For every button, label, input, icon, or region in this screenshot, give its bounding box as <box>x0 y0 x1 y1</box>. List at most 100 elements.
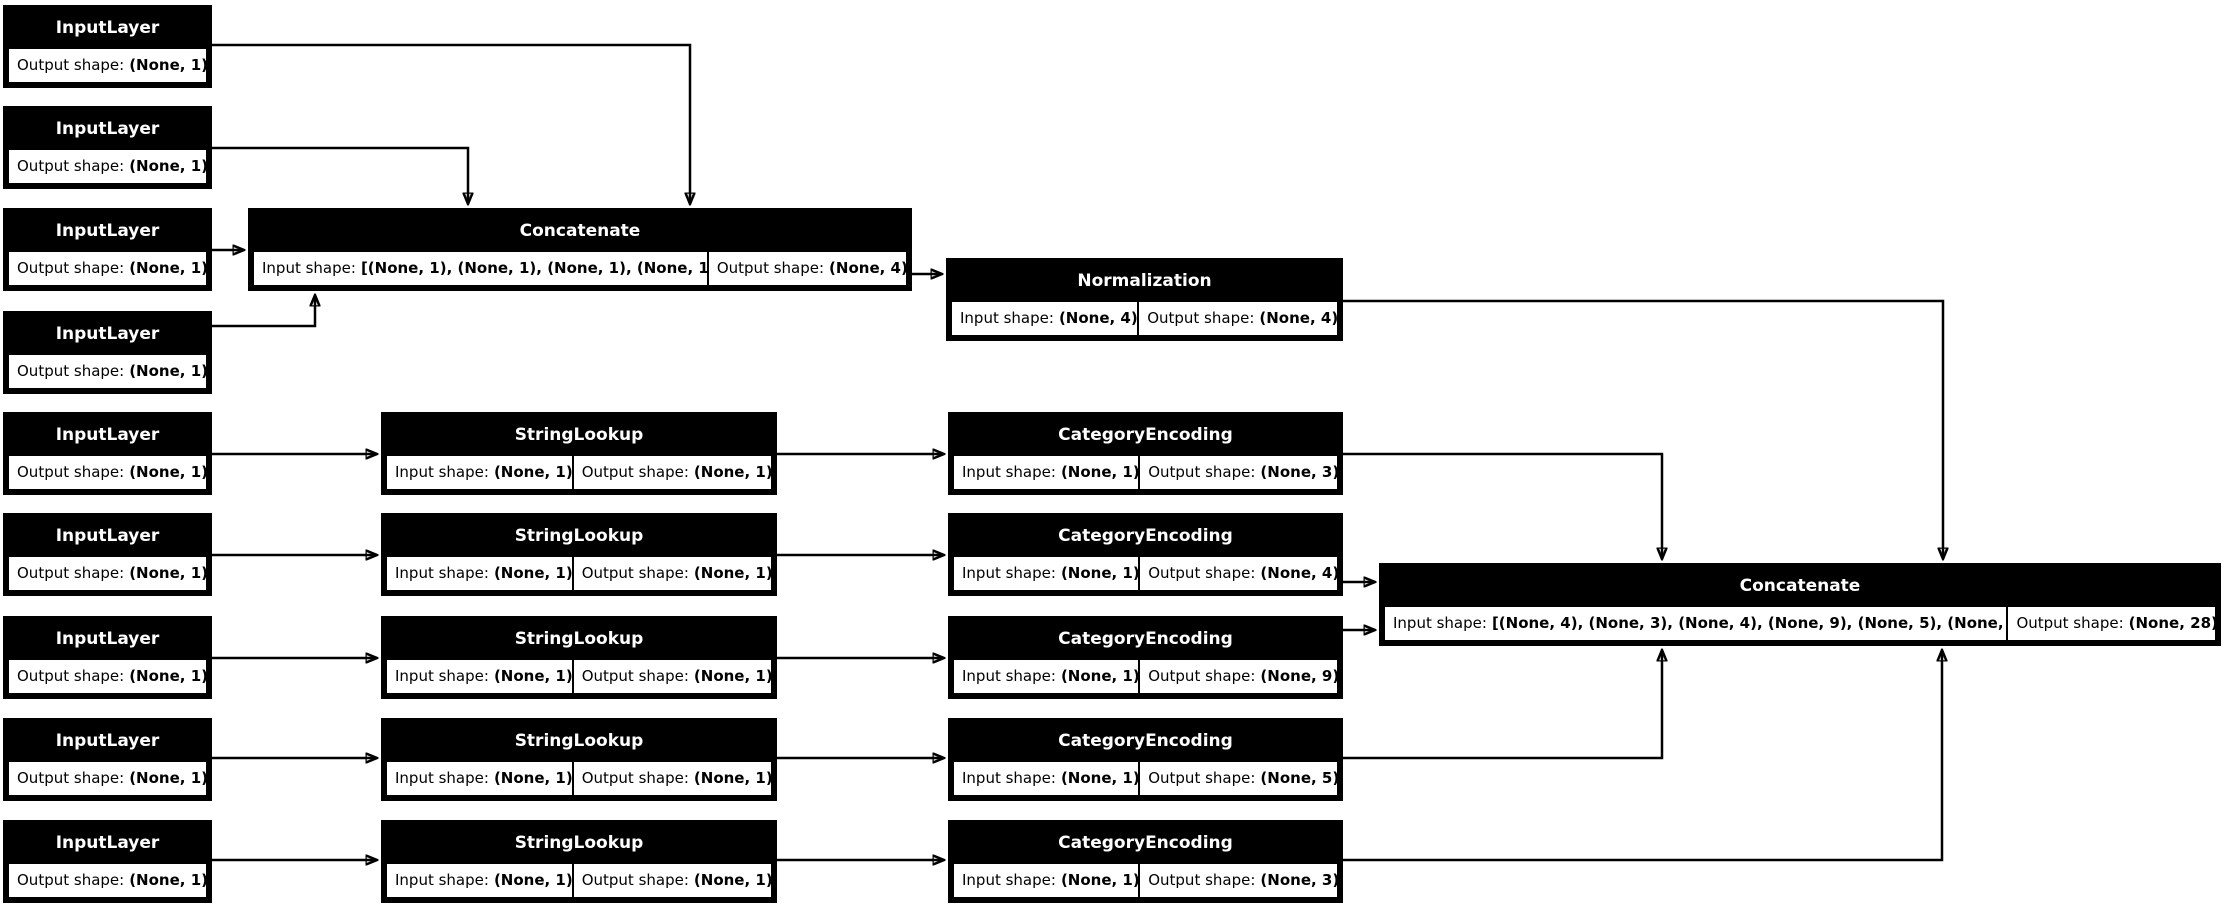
input-shape-value: (None, 1) <box>1060 871 1140 889</box>
output-shape-value: (None, 1) <box>129 871 208 889</box>
output-shape-value: (None, 4) <box>1260 564 1340 582</box>
node-input-layer-9: InputLayer Output shape:(None, 1) <box>3 820 212 903</box>
output-shape-label: Output shape: <box>1148 769 1256 787</box>
node-concatenate-numeric: Concatenate Input shape:[(None, 1), (Non… <box>248 208 912 291</box>
layer-type-title: Concatenate <box>519 221 641 241</box>
input-shape-label: Input shape: <box>962 667 1056 685</box>
input-shape-value: (None, 1) <box>1060 463 1140 481</box>
output-shape-value: (None, 1) <box>129 463 208 481</box>
input-shape-cell: Input shape:[(None, 4), (None, 3), (None… <box>1385 607 2033 640</box>
output-shape-cell: Output shape:(None, 4) <box>1139 302 1339 335</box>
output-shape-label: Output shape: <box>17 157 125 175</box>
layer-type-title: Concatenate <box>1739 576 1861 596</box>
output-shape-value: (None, 1) <box>129 362 208 380</box>
layer-type-title: CategoryEncoding <box>1058 629 1233 649</box>
input-shape-value: (None, 1) <box>1060 667 1140 685</box>
output-shape-label: Output shape: <box>17 56 125 74</box>
output-shape-cell: Output shape:(None, 3) <box>1140 864 1339 897</box>
output-shape-label: Output shape: <box>581 667 689 685</box>
node-input-layer-4: InputLayer Output shape:(None, 1) <box>3 311 212 394</box>
node-concatenate-final: Concatenate Input shape:[(None, 4), (Non… <box>1379 563 2221 646</box>
output-shape-value: (None, 1) <box>129 769 208 787</box>
layer-type-title: InputLayer <box>55 833 160 853</box>
input-shape-value: (None, 1) <box>493 769 573 787</box>
layer-type-title: CategoryEncoding <box>1058 526 1233 546</box>
output-shape-value: (None, 1) <box>129 157 208 175</box>
output-shape-value: (None, 1) <box>129 259 208 277</box>
input-shape-value: (None, 1) <box>1060 769 1140 787</box>
input-shape-label: Input shape: <box>962 769 1056 787</box>
input-shape-cell: Input shape:(None, 4) <box>952 302 1138 335</box>
output-shape-label: Output shape: <box>17 769 125 787</box>
output-shape-cell: Output shape:(None, 1) <box>573 762 773 795</box>
output-shape-label: Output shape: <box>17 362 125 380</box>
edge-categoryencoding5-to-concat-final <box>1343 650 1942 862</box>
node-normalization: Normalization Input shape:(None, 4) Outp… <box>946 258 1343 341</box>
output-shape-cell: Output shape:(None, 9) <box>1140 660 1340 693</box>
input-shape-cell: Input shape:(None, 1) <box>387 557 573 590</box>
layer-type-title: InputLayer <box>55 221 160 241</box>
output-shape-cell: Output shape:(None, 5) <box>1140 762 1339 795</box>
node-input-layer-2: InputLayer Output shape:(None, 1) <box>3 106 212 189</box>
node-category-encoding-1: CategoryEncoding Input shape:(None, 1) O… <box>948 412 1343 495</box>
input-shape-value: (None, 1) <box>493 463 573 481</box>
input-shape-cell: Input shape:(None, 1) <box>387 762 573 795</box>
edge-input2-to-concat-numeric <box>212 146 468 204</box>
input-shape-cell: Input shape:[(None, 1), (None, 1), (None… <box>254 252 723 285</box>
input-shape-label: Input shape: <box>262 259 356 277</box>
input-shape-label: Input shape: <box>395 667 489 685</box>
layer-type-title: StringLookup <box>514 629 644 649</box>
output-shape-label: Output shape: <box>17 667 125 685</box>
layer-type-title: InputLayer <box>55 119 160 139</box>
output-shape-label: Output shape: <box>581 564 689 582</box>
output-shape-cell: Output shape:(None, 1) <box>9 49 208 82</box>
output-shape-cell: Output shape:(None, 1) <box>9 660 208 693</box>
input-shape-label: Input shape: <box>962 463 1056 481</box>
output-shape-cell: Output shape:(None, 1) <box>573 456 773 489</box>
output-shape-cell: Output shape:(None, 1) <box>9 252 208 285</box>
input-shape-label: Input shape: <box>960 309 1054 327</box>
output-shape-value: (None, 9) <box>1260 667 1340 685</box>
input-shape-cell: Input shape:(None, 1) <box>387 660 573 693</box>
output-shape-label: Output shape: <box>581 871 689 889</box>
input-shape-cell: Input shape:(None, 1) <box>954 864 1140 897</box>
input-shape-value: (None, 4) <box>1058 309 1138 327</box>
output-shape-cell: Output shape:(None, 1) <box>9 557 208 590</box>
output-shape-cell: Output shape:(None, 1) <box>573 864 773 897</box>
output-shape-label: Output shape: <box>1148 564 1256 582</box>
output-shape-label: Output shape: <box>1148 463 1256 481</box>
input-shape-label: Input shape: <box>395 463 489 481</box>
output-shape-value: (None, 1) <box>129 56 208 74</box>
layer-type-title: StringLookup <box>514 425 644 445</box>
input-shape-value: [(None, 4), (None, 3), (None, 4), (None,… <box>1491 614 2033 632</box>
input-shape-label: Input shape: <box>395 564 489 582</box>
edge-normalization-to-concat-final <box>1343 299 1943 559</box>
node-string-lookup-5: StringLookup Input shape:(None, 1) Outpu… <box>381 820 777 903</box>
input-shape-label: Input shape: <box>962 871 1056 889</box>
edge-categoryencoding4-to-concat-final <box>1343 650 1662 760</box>
output-shape-label: Output shape: <box>1148 667 1256 685</box>
layer-type-title: StringLookup <box>514 833 644 853</box>
node-category-encoding-3: CategoryEncoding Input shape:(None, 1) O… <box>948 616 1343 699</box>
input-shape-cell: Input shape:(None, 1) <box>954 557 1140 590</box>
input-shape-cell: Input shape:(None, 1) <box>387 864 573 897</box>
layer-type-title: InputLayer <box>55 731 160 751</box>
output-shape-cell: Output shape:(None, 1) <box>9 456 208 489</box>
node-input-layer-1: InputLayer Output shape:(None, 1) <box>3 5 212 88</box>
node-string-lookup-2: StringLookup Input shape:(None, 1) Outpu… <box>381 513 777 596</box>
output-shape-value: (None, 4) <box>1259 309 1339 327</box>
output-shape-value: (None, 1) <box>693 564 773 582</box>
node-input-layer-3: InputLayer Output shape:(None, 1) <box>3 208 212 291</box>
layer-type-title: CategoryEncoding <box>1058 425 1233 445</box>
layer-type-title: InputLayer <box>55 425 160 445</box>
node-input-layer-7: InputLayer Output shape:(None, 1) <box>3 616 212 699</box>
output-shape-label: Output shape: <box>17 871 125 889</box>
output-shape-label: Output shape: <box>17 463 125 481</box>
output-shape-value: (None, 3) <box>1260 463 1340 481</box>
output-shape-cell: Output shape:(None, 1) <box>573 660 773 693</box>
output-shape-cell: Output shape:(None, 1) <box>9 150 208 183</box>
input-shape-cell: Input shape:(None, 1) <box>387 456 573 489</box>
output-shape-label: Output shape: <box>17 259 125 277</box>
layer-type-title: InputLayer <box>55 18 160 38</box>
